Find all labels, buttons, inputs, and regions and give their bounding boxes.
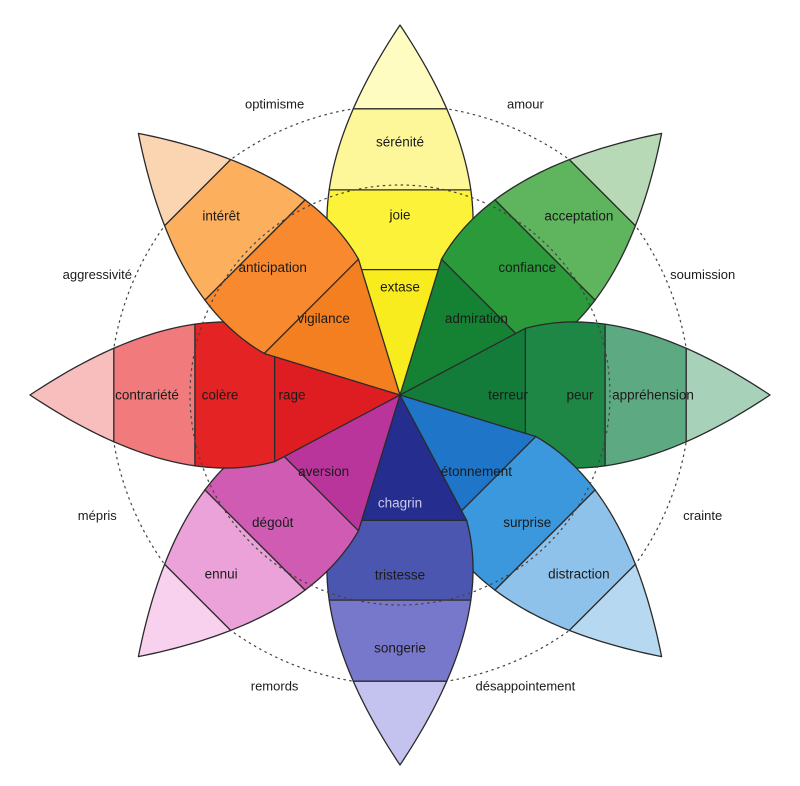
- petal-trust-tip: [568, 132, 663, 227]
- petal-label-trust-1: acceptation: [544, 209, 613, 224]
- petal-label-disgust-1: ennui: [205, 566, 238, 581]
- dyad-label-8: optimisme: [245, 97, 304, 112]
- petal-label-trust-3: admiration: [445, 311, 508, 326]
- petal-joy-tip: [352, 24, 448, 110]
- petal-label-surprise-3: étonnement: [441, 464, 513, 479]
- petal-label-joy-1: sérénité: [376, 135, 424, 150]
- petal-label-surprise-2: surprise: [503, 515, 551, 530]
- petal-label-sadness-3: chagrin: [378, 496, 422, 511]
- petal-fear-tip: [685, 347, 771, 443]
- dyad-label-1: amour: [507, 97, 545, 112]
- petal-label-joy-2: joie: [388, 208, 410, 223]
- petal-anticipation-tip: [137, 132, 232, 227]
- dyad-label-4: désappointement: [476, 679, 576, 694]
- petal-label-anticipation-2: anticipation: [239, 260, 307, 275]
- petal-label-anger-3: rage: [278, 388, 305, 403]
- petal-label-disgust-2: dégoût: [252, 515, 294, 530]
- petal-label-fear-2: peur: [566, 388, 594, 403]
- petal-label-sadness-2: tristesse: [375, 568, 425, 583]
- petal-disgust-tip: [137, 563, 232, 658]
- petal-label-fear-3: terreur: [488, 388, 528, 403]
- petal-label-anger-1: contrariété: [115, 388, 179, 403]
- dyad-label-5: remords: [251, 679, 299, 694]
- dyad-label-6: mépris: [78, 508, 118, 523]
- dyad-label-3: crainte: [683, 508, 722, 523]
- petal-label-disgust-3: aversion: [298, 464, 349, 479]
- petal-label-joy-3: extase: [380, 280, 420, 295]
- petal-surprise-tip: [568, 563, 663, 658]
- petal-label-sadness-1: songerie: [374, 641, 426, 656]
- petal-anger-tip: [29, 347, 115, 443]
- petal-label-surprise-1: distraction: [548, 566, 610, 581]
- petal-label-anticipation-3: vigilance: [297, 311, 350, 326]
- petal-labels-group: sérénité joie extase acceptation confiance ad…: [115, 135, 694, 656]
- dyad-labels-group: amour soumission crainte désappointement rem…: [63, 97, 736, 694]
- dyad-label-7: aggressivité: [63, 267, 132, 282]
- petal-label-anticipation-1: intérêt: [202, 209, 240, 224]
- petal-sadness-tip: [352, 680, 448, 766]
- petal-label-fear-1: appréhension: [612, 388, 694, 403]
- petal-label-anger-2: colère: [202, 388, 239, 403]
- dyad-label-2: soumission: [670, 267, 735, 282]
- petal-label-trust-2: confiance: [498, 260, 556, 275]
